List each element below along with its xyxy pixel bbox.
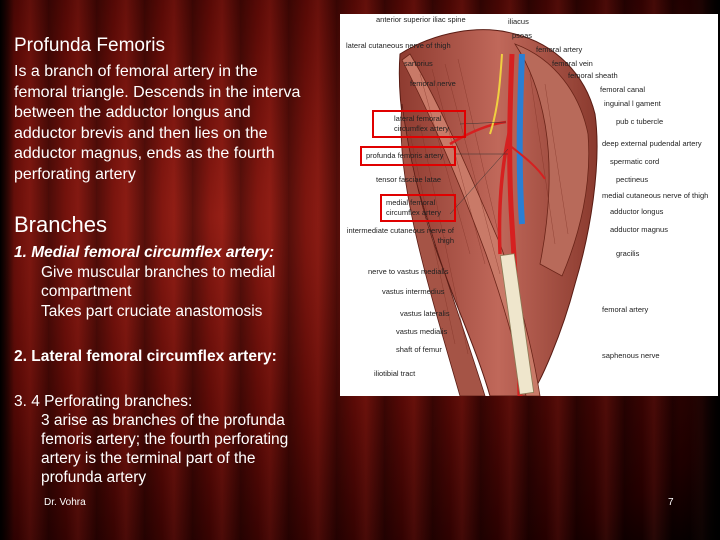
- label-lcnt-top: lateral cutaneous nerve of thigh: [346, 41, 451, 50]
- branch-3-line: femoris artery; the fourth perforating: [41, 431, 289, 448]
- femoral-vein-vessel: [516, 53, 525, 225]
- label-adductor-magnus: adductor magnus: [610, 225, 668, 234]
- lfca-vessel: [449, 120, 507, 146]
- label-femoral-canal: femoral canal: [600, 85, 646, 94]
- branch-3-lead: 3. 4 Perforating branches:: [14, 393, 193, 410]
- branch-3: 3. 4 Perforating branches: 3 arise as br…: [14, 392, 288, 487]
- branch-1-lead: 1. Medial femoral circumflex artery:: [14, 244, 275, 261]
- branch-3-line: 3 arise as branches of the profunda: [41, 412, 285, 429]
- adductor-group: [513, 43, 590, 277]
- slide-description: Is a branch of femoral artery in the fem…: [14, 62, 300, 185]
- label-femoral-nerve: femoral nerve: [410, 79, 456, 88]
- label-nvm: nerve to vastus medialis: [368, 267, 449, 276]
- label-pectineus: pectineus: [616, 175, 649, 184]
- description-line: perforating artery: [14, 165, 136, 183]
- label-leader: [459, 121, 507, 125]
- description-line: femoral triangle. Descends in the interv…: [14, 83, 301, 101]
- slide-title: Profunda Femoris: [14, 35, 166, 56]
- label-vastus-intermedius: vastus intermedius: [382, 287, 445, 296]
- description-line: Is a branch of femoral artery in the: [14, 63, 258, 80]
- description-line: adductor magnus, ends as the fourth: [14, 145, 275, 162]
- label-femoral-artery-top: femoral artery: [536, 45, 583, 54]
- label-lfca: lateral femoral circumflex artery: [394, 114, 450, 133]
- femur-shaft: [499, 253, 535, 395]
- label-icnt: intermediate cutaneous nerve of thigh: [346, 226, 454, 245]
- label-inguinal-ligament: inguinal l gament: [604, 99, 661, 108]
- sartorius-muscle: [401, 53, 541, 396]
- label-sartorius: sartorius: [404, 59, 433, 68]
- description-line: between the adductor longus and: [14, 104, 251, 121]
- label-femoral-artery-low: femoral artery: [602, 305, 649, 314]
- label-leader: [449, 148, 509, 215]
- label-adductor-longus: adductor longus: [610, 207, 664, 216]
- branches-heading: Branches: [14, 212, 107, 237]
- label-spermatic-cord: spermatic cord: [610, 157, 660, 166]
- label-saphenous-nerve: saphenous nerve: [602, 351, 660, 360]
- label-femoral-sheath: femoral sheath: [568, 71, 618, 80]
- label-vastus-lateralis: vastus lateralis: [400, 309, 450, 318]
- highlight-mfca: medial femoral circumflex artery: [380, 194, 456, 222]
- mfca-vessel: [507, 143, 546, 180]
- footer-author: Dr. Vohra: [44, 497, 86, 508]
- label-tfl: tensor fasciae latae: [376, 175, 442, 184]
- vastus-lateralis: [400, 103, 486, 396]
- branch-3-line: artery is the terminal part of the: [41, 450, 256, 467]
- curtain-edge-left: [0, 0, 14, 540]
- label-femoral-vein: femoral vein: [552, 59, 593, 68]
- label-mcnt: medial cutaneous nerve of thigh: [602, 191, 709, 200]
- label-pubic-tubercle: pub c tubercle: [616, 117, 664, 126]
- profunda-artery-vessel: [497, 128, 512, 255]
- description-line: adductor brevis and then lies on the: [14, 124, 268, 142]
- label-iliacus: iliacus: [508, 17, 529, 26]
- label-iliotibial-tract: iliotibial tract: [374, 369, 416, 378]
- branch-1-line: Give muscular branches to medial: [41, 263, 276, 281]
- label-vastus-medialis: vastus medialis: [396, 327, 448, 336]
- label-profunda: profunda femoris artery: [366, 151, 444, 160]
- label-shaft-of-femur: shaft of femur: [396, 345, 442, 354]
- branch-1-line: Takes part cruciate anastomosis: [41, 302, 263, 320]
- branch-2-lead: 2. Lateral femoral circumflex artery:: [14, 348, 277, 365]
- branch-1: 1. Medial femoral circumflex artery: Giv…: [14, 243, 275, 321]
- anatomy-figure: anterior superior iliac spine iliacus ps…: [340, 14, 718, 396]
- page-number: 7: [668, 497, 674, 508]
- highlight-lfca: lateral femoral circumflex artery: [372, 110, 466, 138]
- branch-3-line: profunda artery: [41, 469, 147, 486]
- branch-1-line: compartment: [41, 283, 132, 300]
- label-mfca: medial femoral circumflex artery: [386, 198, 442, 217]
- highlight-profunda: profunda femoris artery: [360, 146, 456, 166]
- label-psoas: psoas: [512, 31, 533, 40]
- femoral-nerve: [489, 53, 503, 135]
- label-gracilis: gracilis: [616, 249, 640, 258]
- label-deep-ext-pudendal: deep external pudendal artery: [602, 139, 702, 148]
- label-asis: anterior superior iliac spine: [376, 15, 466, 24]
